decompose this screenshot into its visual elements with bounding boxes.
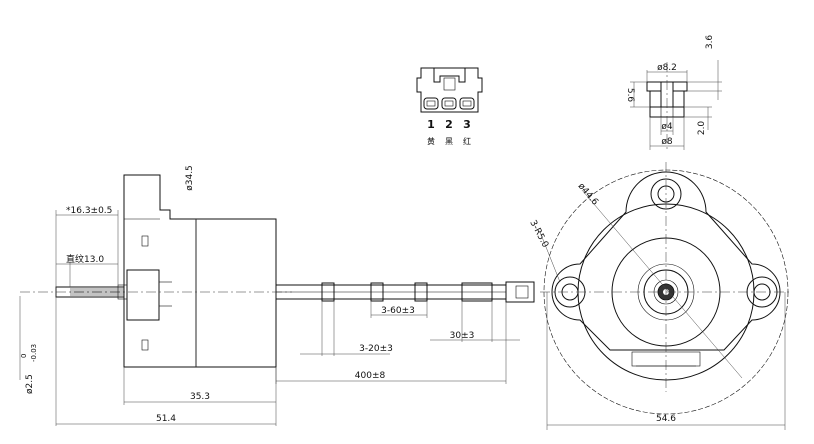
wire-color-1: 黄 xyxy=(427,136,435,146)
motor-front-view: ø44.6 3-R5.0 54.6 xyxy=(527,162,790,430)
bearing-outer-bottom-dim: ø8 xyxy=(661,137,673,147)
motor-side-view: ø34.5 *16.3±0.5 直纹13.0 ø2.5 0 -0.03 35.3… xyxy=(19,165,535,426)
pin-3-label: 3 xyxy=(463,118,471,131)
front-width-dim: 54.6 xyxy=(656,414,676,424)
shaft-protrusion-dim: *16.3±0.5 xyxy=(66,206,112,216)
shaft-diameter-dim: ø2.5 xyxy=(25,374,35,394)
bearing-inner-dim: ø4 xyxy=(661,122,673,132)
overall-length-dim: 51.4 xyxy=(156,414,176,424)
bearing-depth-dim: 2.0 xyxy=(697,121,707,136)
end-length-dim: 30±3 xyxy=(450,331,475,341)
shaft-tol-lower: -0.03 xyxy=(30,344,38,362)
bearing-flange-dim: 3.6 xyxy=(705,35,715,50)
shaft-tol-upper: 0 xyxy=(20,354,28,358)
sleeve-spacing-dim: 3-60±3 xyxy=(381,306,415,316)
body-length-dim: 35.3 xyxy=(190,392,210,402)
lead-length-dim: 400±8 xyxy=(355,371,386,381)
bearing-height-dim: 5.6 xyxy=(625,88,635,103)
knurl-length-dim: 直纹13.0 xyxy=(66,253,104,265)
strip-length-dim: 3-20±3 xyxy=(359,344,393,354)
mount-radius-dim: 3-R5.0 xyxy=(527,219,550,250)
pin-1-label: 1 xyxy=(427,118,435,131)
pin-2-label: 2 xyxy=(445,118,453,131)
bearing-outer-top-dim: ø8.2 xyxy=(657,63,677,73)
bearing-view: ø8.2 ø4 ø8 5.6 3.6 2.0 xyxy=(625,35,722,150)
body-diameter-dim: ø34.5 xyxy=(185,165,195,191)
connector-view: 1 2 3 黄 黑 红 xyxy=(416,67,483,146)
pcd-dim: ø44.6 xyxy=(576,182,600,208)
wire-color-3: 红 xyxy=(463,136,471,146)
wire-color-2: 黑 xyxy=(445,137,453,146)
